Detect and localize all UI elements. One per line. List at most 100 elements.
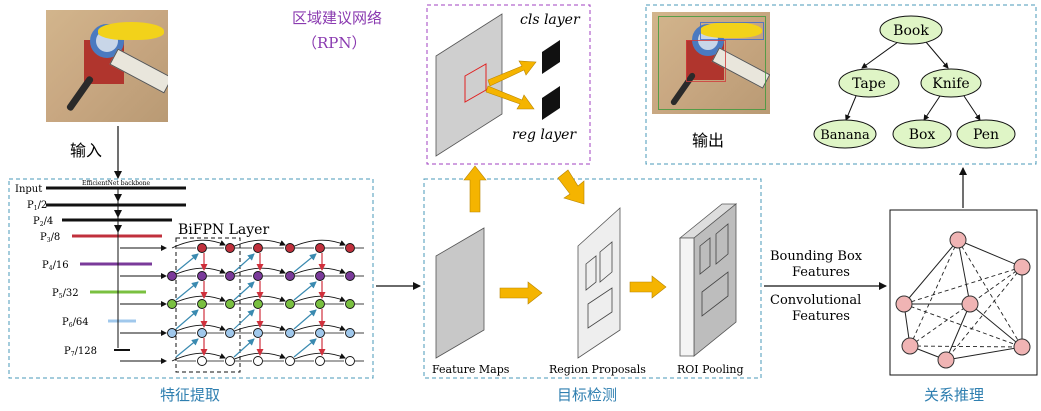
bifpn-node	[197, 243, 207, 253]
bifpn-node	[315, 243, 325, 253]
bifpn-node	[285, 356, 295, 366]
relation-edge-dashed	[969, 266, 1023, 305]
level-label-p4: P4/16	[42, 260, 69, 272]
bifpn-node	[253, 328, 263, 338]
relation-graph	[895, 231, 1031, 369]
bifpn-skip-link	[171, 352, 226, 362]
svg-text:P6/64: P6/64	[62, 317, 89, 329]
svg-text:P4/16: P4/16	[42, 260, 69, 272]
bifpn-bottomup-link	[233, 338, 255, 358]
bifpn-bottomup-link	[293, 338, 317, 358]
feature-extraction-caption: 特征提取	[160, 386, 220, 404]
tree-node-pen: Pen	[956, 119, 1016, 149]
relation-edge-dashed	[945, 266, 1023, 361]
svg-text:P7/128: P7/128	[64, 346, 97, 358]
svg-text:Pen: Pen	[973, 127, 999, 143]
rpn-cls-arrow	[487, 60, 537, 87]
relation-edge	[903, 239, 959, 305]
output-box	[645, 4, 1037, 165]
object-detection-caption: 目标检测	[557, 386, 617, 404]
relation-node	[937, 351, 955, 369]
rpn-title-line1: 区域建议网络	[292, 9, 382, 27]
rpn-title-line2: （RPN）	[302, 34, 367, 52]
bifpn-node	[197, 328, 207, 338]
tree-node-knife: Knife	[920, 68, 982, 98]
svg-text:Input: Input	[15, 184, 42, 195]
bifpn-node	[345, 299, 355, 309]
bifpn-node	[285, 328, 295, 338]
conv-features-label-1: Convolutional	[770, 293, 861, 308]
bbox-features-label-2: Features	[792, 265, 850, 280]
relation-edge	[945, 303, 971, 361]
input-label: 输入	[70, 141, 102, 160]
output-image	[652, 12, 770, 114]
level-label-p7: P7/128	[64, 346, 97, 358]
bifpn-skip-link	[171, 267, 226, 277]
relation-reasoning-caption: 关系推理	[924, 386, 984, 404]
cls-layer-block	[542, 40, 560, 74]
bifpn-skip-link	[289, 239, 346, 249]
bifpn-bottomup-link	[293, 309, 317, 330]
level-label-p6: P6/64	[62, 317, 89, 329]
bifpn-node	[345, 243, 355, 253]
relation-node	[949, 231, 967, 249]
bifpn-node	[345, 328, 355, 338]
bifpn-node	[315, 356, 325, 366]
level-label-p2: P2/4	[33, 216, 53, 228]
svg-text:Book: Book	[893, 23, 929, 39]
bifpn-node	[225, 328, 235, 338]
svg-text:Banana: Banana	[820, 128, 870, 143]
bifpn-bottomup-link	[233, 309, 255, 330]
rpn-to-proposals-arrow	[557, 169, 585, 205]
bifpn-node	[253, 356, 263, 366]
bifpn-node	[197, 271, 207, 281]
tree-node-box: Box	[892, 119, 952, 149]
bifpn-bottomup-link	[175, 309, 199, 330]
bbox-features-label-1: Bounding Box	[770, 249, 863, 264]
svg-text:Knife: Knife	[932, 76, 969, 92]
tree-edges	[845, 41, 981, 121]
bifpn-node	[253, 299, 263, 309]
feature-maps-shape	[435, 227, 485, 359]
rpn-anchor-window	[464, 63, 487, 103]
bifpn-skip-link	[229, 239, 286, 249]
relation-edge	[969, 303, 1023, 348]
bifpn-node	[253, 271, 263, 281]
bifpn-skip-link	[171, 295, 226, 305]
bifpn-node	[285, 243, 295, 253]
region-proposals-label: Region Proposals	[549, 363, 646, 376]
level-label-input: Input	[15, 184, 42, 195]
relation-edge-dashed	[909, 303, 971, 347]
level-label-p5: P5/32	[52, 288, 79, 300]
svg-text:P3/8: P3/8	[40, 232, 60, 244]
svg-text:Tape: Tape	[852, 76, 886, 92]
backbone-bars	[46, 186, 186, 351]
bifpn-bottomup-link	[233, 253, 255, 273]
bifpn-bottomup-link	[175, 253, 199, 273]
object-detection-box	[423, 178, 762, 379]
bifpn-node	[197, 299, 207, 309]
cls-layer-label: cls layer	[520, 12, 581, 28]
level-label-p3: P3/8	[40, 232, 60, 244]
bifpn-bottomup-link	[293, 281, 317, 301]
bifpn-bottomup-link	[175, 281, 199, 301]
bifpn-skip-link	[171, 239, 226, 249]
detection-to-rpn-arrow	[463, 165, 487, 213]
input-image	[46, 10, 168, 122]
bifpn-node	[315, 271, 325, 281]
relation-edge	[957, 239, 1023, 268]
feature-extraction-box	[8, 178, 374, 379]
bifpn-bottomup-link	[293, 253, 317, 273]
bifpn-node	[167, 271, 177, 281]
svg-text:Box: Box	[909, 127, 936, 143]
conv-features-label-2: Features	[792, 309, 850, 324]
reg-layer-block	[542, 86, 560, 120]
relation-edge-dashed	[909, 345, 1023, 348]
bifpn-node	[225, 243, 235, 253]
level-label-p1: P1/2	[27, 200, 47, 212]
bifpn-node	[225, 356, 235, 366]
bifpn-node	[197, 356, 207, 366]
relation-edge-dashed	[909, 239, 959, 347]
bifpn-node	[225, 271, 235, 281]
bifpn-node	[225, 299, 235, 309]
